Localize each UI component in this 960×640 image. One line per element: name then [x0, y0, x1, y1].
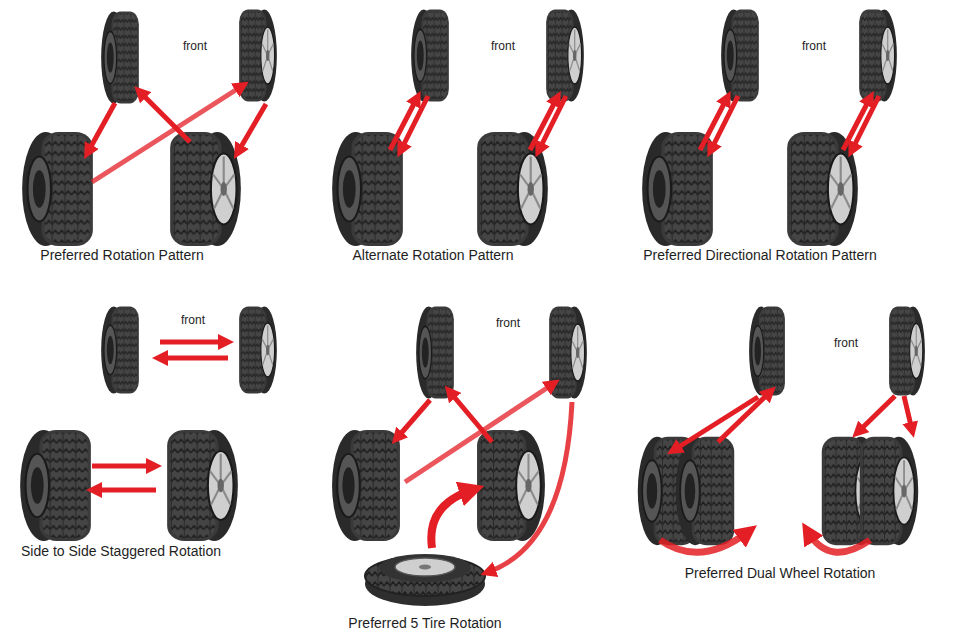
front-tire — [859, 10, 897, 102]
rotation-arrow — [92, 464, 154, 469]
rotation-arrow — [711, 96, 738, 150]
front-tire — [416, 307, 454, 399]
rotation-arrow — [92, 86, 242, 182]
front-label: front — [181, 313, 205, 327]
rotation-arrow — [674, 397, 758, 450]
front-label: front — [834, 336, 858, 350]
rotation-arrow — [904, 396, 912, 430]
rotation-arrow — [539, 96, 566, 150]
rotation-arrow — [401, 96, 428, 150]
pattern-caption: Preferred Dual Wheel Rotation — [685, 565, 876, 581]
rear-tire — [477, 430, 545, 541]
rotation-arrow — [858, 396, 895, 432]
rotation-arrow — [431, 490, 472, 548]
front-tire — [546, 10, 584, 102]
front-tire — [889, 307, 925, 396]
rear-tire — [332, 430, 400, 541]
rotation-arrow — [450, 392, 492, 442]
pattern-caption: Preferred Rotation Pattern — [40, 247, 203, 263]
pattern-caption: Preferred 5 Tire Rotation — [348, 615, 501, 631]
rotation-arrow — [718, 392, 770, 442]
dual-tire — [676, 437, 734, 545]
rotation-arrow — [660, 532, 748, 552]
rotation-arrow — [238, 104, 266, 152]
front-tire — [239, 10, 277, 102]
rotation-arrow — [808, 532, 870, 552]
front-label: front — [496, 316, 520, 330]
rotation-arrow — [160, 356, 228, 361]
pattern-caption: Preferred Directional Rotation Pattern — [643, 247, 876, 263]
front-tire — [721, 10, 759, 102]
front-tire — [749, 307, 785, 396]
rotation-arrow — [488, 402, 572, 572]
rear-tire — [787, 132, 858, 246]
front-label: front — [491, 39, 515, 53]
front-tire — [101, 12, 139, 104]
rotation-arrow — [160, 340, 226, 345]
rear-tire — [170, 132, 241, 246]
front-label: front — [802, 39, 826, 53]
rotation-arrow — [88, 103, 115, 152]
rotation-arrow — [397, 400, 430, 438]
rear-tire — [22, 132, 93, 246]
front-label: front — [183, 39, 207, 53]
pattern-caption: Side to Side Staggered Rotation — [21, 543, 221, 559]
rear-tire — [20, 430, 91, 541]
front-tire — [239, 307, 277, 394]
front-tire — [549, 307, 587, 399]
front-tire — [411, 10, 449, 102]
pattern-caption: Alternate Rotation Pattern — [352, 247, 513, 263]
dual-tire — [860, 437, 918, 545]
rear-tire — [167, 430, 238, 541]
rotation-arrow — [94, 488, 156, 493]
rotation-arrow — [852, 96, 879, 150]
rotation-arrow — [405, 384, 553, 482]
front-tire — [101, 307, 139, 394]
spare-tire — [365, 554, 485, 606]
